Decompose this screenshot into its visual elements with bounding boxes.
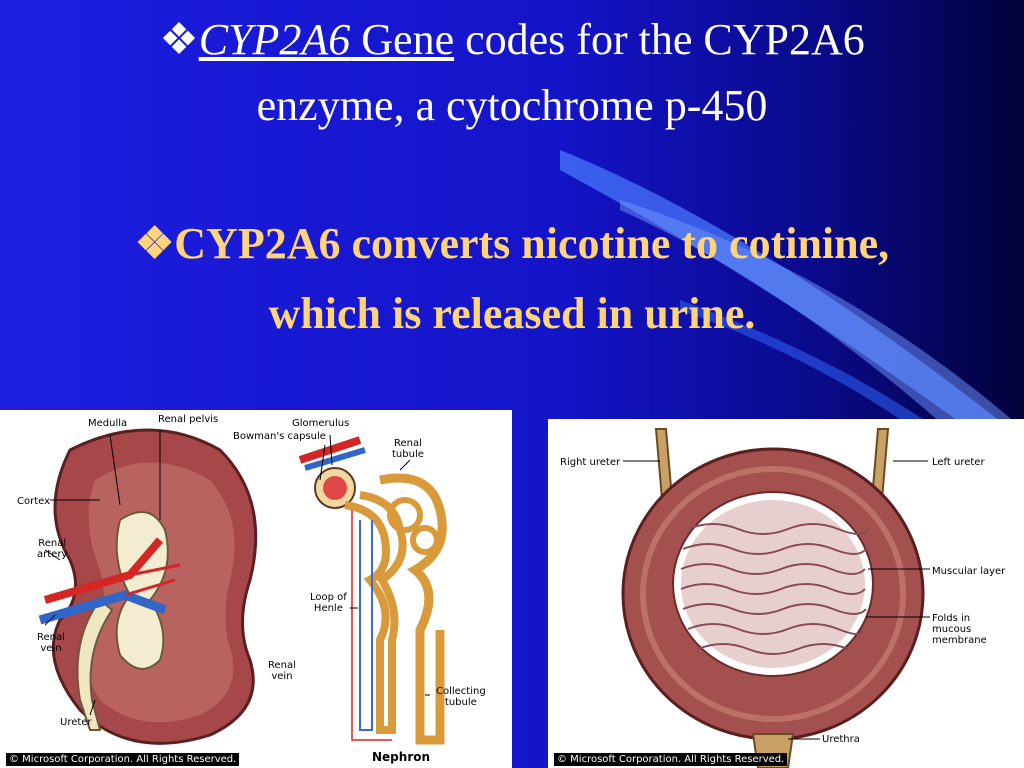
bullet-line-4: which is released in urine.: [268, 289, 756, 338]
label-bowmans-capsule: Bowman's capsule: [233, 431, 326, 442]
kidney-nephron-figure: Medulla Renal pelvis Cortex Renal artery…: [0, 410, 512, 768]
bullet-line-1: ❖CYP2A6 Gene codes for the CYP2A6: [0, 14, 1024, 66]
label-cortex: Cortex: [17, 496, 51, 507]
label-folds-mucous-membrane: Folds in mucous membrane: [932, 613, 987, 646]
label-loop-of-henle: Loop of Henle: [310, 592, 347, 614]
bullet-line-3: ❖CYP2A6 converts nicotine to cotinine,: [0, 218, 1024, 270]
bullet-diamond-icon: ❖: [159, 15, 199, 64]
label-collecting-tubule: Collecting tubule: [436, 686, 486, 708]
bladder-illustration: [621, 428, 930, 768]
label-medulla: Medulla: [88, 418, 128, 429]
gene-name: CYP2A6: [198, 15, 351, 64]
gene-word: Gene: [350, 15, 455, 64]
label-right-ureter: Right ureter: [560, 457, 621, 468]
line3-text: CYP2A6 converts nicotine to cotinine,: [174, 219, 890, 268]
bullet-diamond-icon: ❖: [134, 219, 175, 268]
label-urethra: Urethra: [822, 734, 860, 745]
label-renal-tubule: Renal tubule: [392, 438, 424, 460]
label-renal-artery: Renal artery: [37, 538, 68, 560]
bladder-figure: Right ureter Left ureter Muscular layer …: [548, 419, 1024, 768]
label-muscular-layer: Muscular layer: [932, 566, 1006, 577]
label-renal-vein-mid: Renal vein: [268, 660, 296, 682]
label-renal-pelvis: Renal pelvis: [158, 414, 219, 425]
line1-rest: codes for the CYP2A6: [454, 15, 865, 64]
label-ureter: Ureter: [60, 717, 92, 728]
label-renal-vein-left: Renal vein: [37, 632, 65, 654]
copyright-notice-kidney: © Microsoft Corporation. All Rights Rese…: [6, 753, 240, 766]
label-left-ureter: Left ureter: [932, 457, 985, 468]
label-nephron: Nephron: [372, 750, 431, 764]
bullet-line-2: enzyme, a cytochrome p-450: [256, 81, 768, 130]
copyright-notice-bladder: © Microsoft Corporation. All Rights Rese…: [554, 753, 788, 766]
kidney-illustration: [38, 428, 447, 745]
label-glomerulus: Glomerulus: [292, 418, 350, 429]
